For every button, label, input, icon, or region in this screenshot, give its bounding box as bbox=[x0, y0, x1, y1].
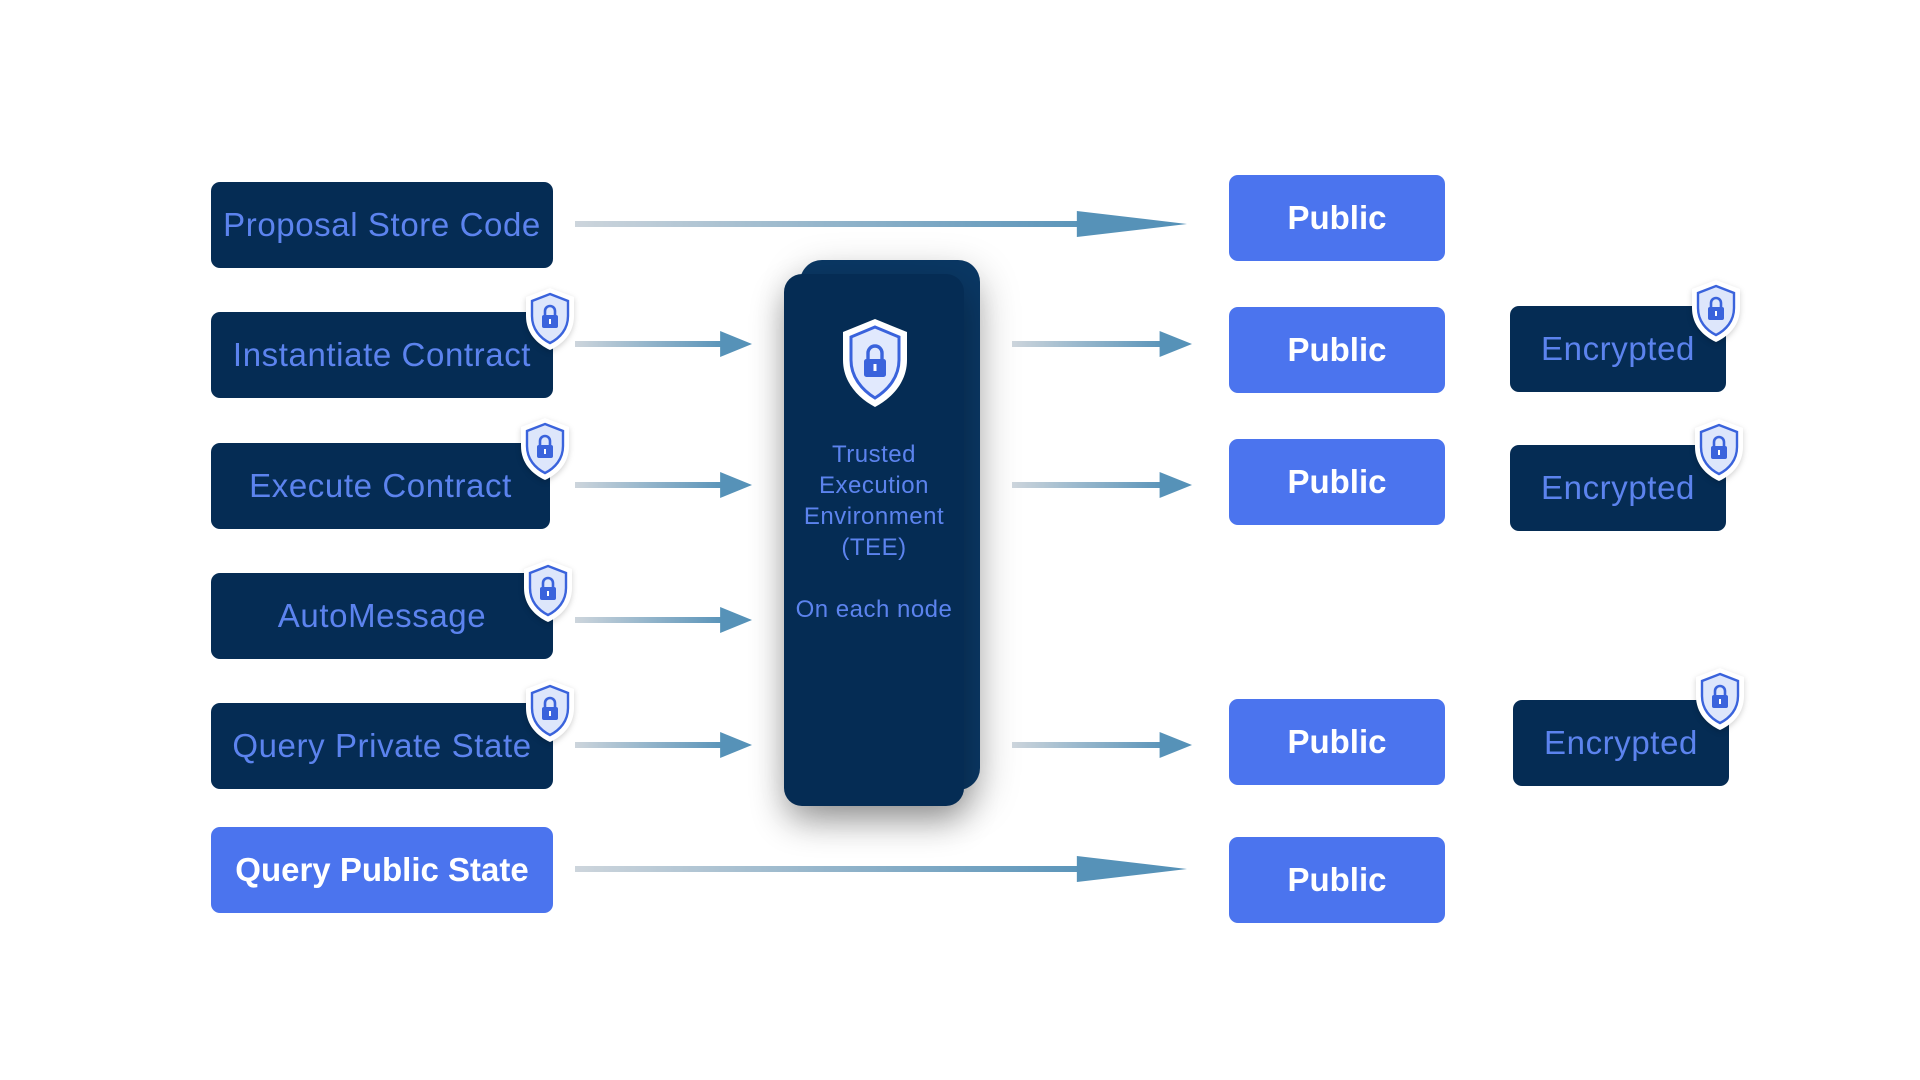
input-automessage: AutoMessage bbox=[211, 573, 553, 659]
output-public: Public bbox=[1229, 175, 1445, 261]
shield-lock-icon bbox=[1688, 278, 1744, 344]
shield-lock-icon bbox=[520, 558, 576, 624]
arrow-tee-to-public bbox=[1012, 329, 1192, 359]
output-label: Encrypted bbox=[1541, 330, 1695, 367]
arrow-instantiate-to-tee bbox=[575, 329, 752, 359]
output-public: Public bbox=[1229, 439, 1445, 525]
output-label: Encrypted bbox=[1544, 724, 1698, 761]
tee-block: Trusted Execution Environment (TEE) On e… bbox=[784, 274, 964, 806]
output-encrypted: Encrypted bbox=[1510, 306, 1726, 392]
shield-lock-icon bbox=[522, 678, 578, 744]
tee-subtitle: On each node bbox=[795, 596, 953, 623]
input-label: Instantiate Contract bbox=[232, 336, 532, 373]
shield-lock-icon bbox=[522, 286, 578, 352]
shield-lock-icon bbox=[1691, 417, 1747, 483]
output-label: Public bbox=[1287, 331, 1387, 368]
output-encrypted: Encrypted bbox=[1510, 445, 1726, 531]
input-label: AutoMessage bbox=[277, 597, 487, 634]
output-label: Public bbox=[1287, 861, 1387, 898]
arrow-tee-to-public bbox=[1012, 470, 1192, 500]
output-public: Public bbox=[1229, 837, 1445, 923]
input-execute-contract: Execute Contract bbox=[211, 443, 550, 529]
arrow-public-query-to-public bbox=[575, 854, 1187, 884]
input-label: Query Public State bbox=[235, 851, 529, 888]
input-query-private-state: Query Private State bbox=[211, 703, 553, 789]
output-public: Public bbox=[1229, 307, 1445, 393]
tee-title: Trusted Execution Environment (TEE) bbox=[803, 441, 945, 561]
arrow-automessage-to-tee bbox=[575, 605, 752, 635]
input-label: Execute Contract bbox=[249, 467, 512, 504]
input-query-public-state: Query Public State bbox=[211, 827, 553, 913]
output-label: Encrypted bbox=[1541, 469, 1695, 506]
input-label: Query Private State bbox=[232, 727, 532, 764]
input-instantiate-contract: Instantiate Contract bbox=[211, 312, 553, 398]
arrow-private-query-to-tee bbox=[575, 730, 752, 760]
shield-lock-icon bbox=[517, 416, 573, 482]
output-label: Public bbox=[1287, 723, 1387, 760]
output-label: Public bbox=[1287, 199, 1387, 236]
output-encrypted: Encrypted bbox=[1513, 700, 1729, 786]
arrow-execute-to-tee bbox=[575, 470, 752, 500]
shield-lock-icon bbox=[839, 316, 911, 412]
input-proposal-store-code: Proposal Store Code bbox=[211, 182, 553, 268]
input-label: Proposal Store Code bbox=[223, 206, 541, 243]
output-label: Public bbox=[1287, 463, 1387, 500]
shield-lock-icon bbox=[1692, 666, 1748, 732]
output-public: Public bbox=[1229, 699, 1445, 785]
arrow-tee-to-public bbox=[1012, 730, 1192, 760]
arrow-store-code-to-public bbox=[575, 209, 1187, 239]
